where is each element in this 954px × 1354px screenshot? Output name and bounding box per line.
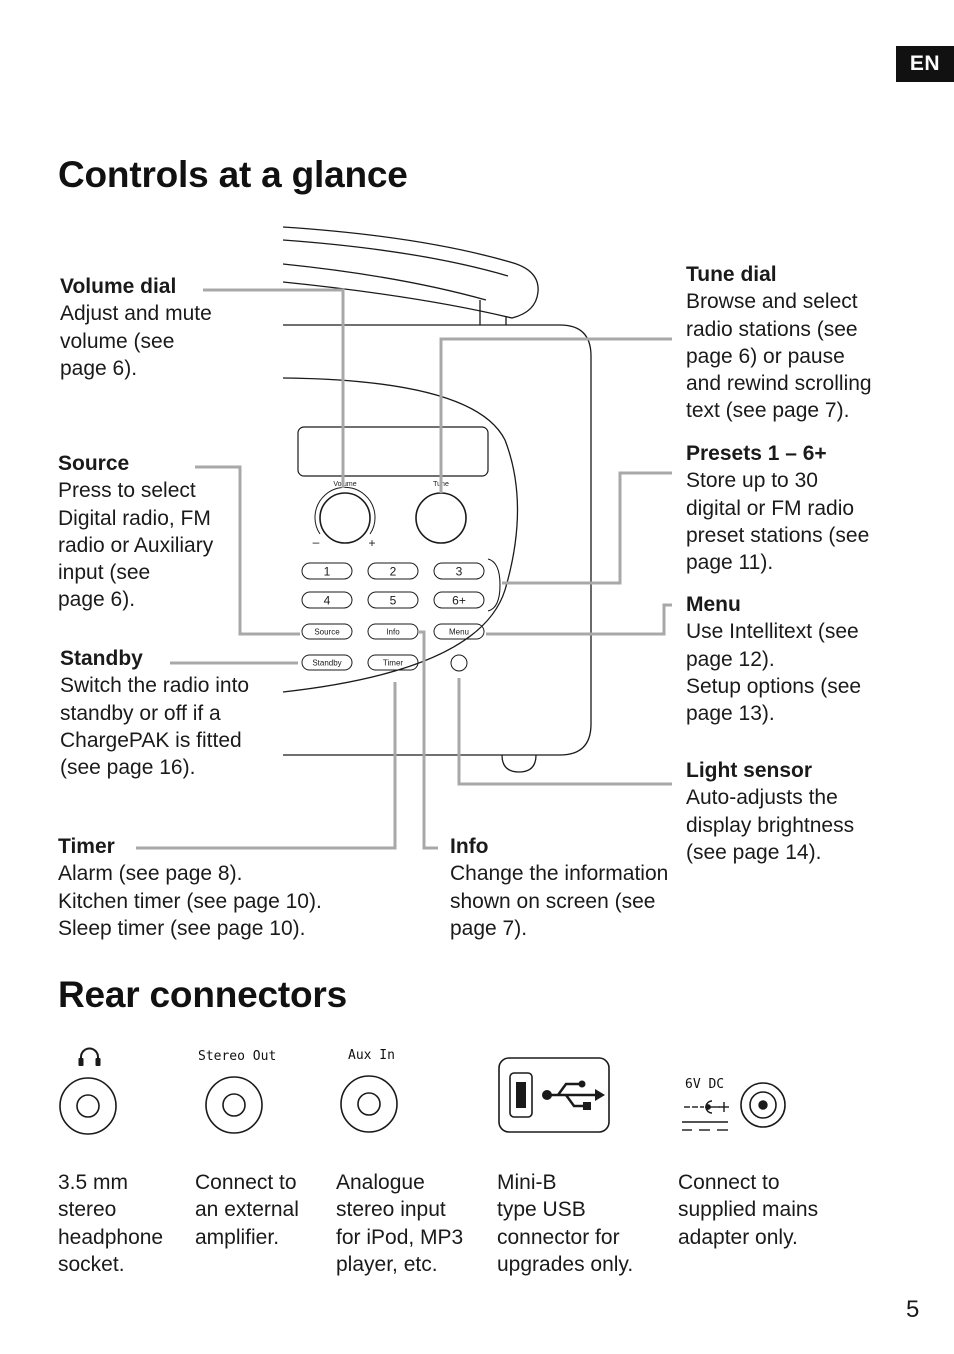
connector-description: Analogue stereo input for iPod, MP3 play… [336,1171,464,1276]
function-buttons [301,623,485,672]
callout-title: Tune dial [686,263,777,286]
leader-presets [502,471,672,585]
callout-title: Source [58,452,130,475]
callout-description: Adjust and mute volume (see page 6). [60,302,212,380]
callout-description: Alarm (see page 8). Kitchen timer (see p… [58,862,322,940]
svg-text:–: – [313,535,320,549]
presets-bracket [487,558,501,612]
dc-polarity-icon [682,1082,786,1131]
callout-light-sensor: Light sensor Auto-adjusts the display br… [686,757,854,866]
usb-icon [498,1057,610,1133]
preset-1-label: 1 [324,565,331,579]
preset-buttons [301,562,485,609]
svg-text:Volume: Volume [333,481,356,488]
leader-light-sensor [457,678,672,786]
callout-title: Volume dial [60,275,177,298]
callout-title: Menu [686,593,741,616]
leader-tune [439,337,672,493]
controls-title: Controls at a glance [58,154,408,195]
preset-5-label: 5 [390,594,397,608]
connector-headphone [59,1047,117,1135]
display-screen [297,426,489,477]
connector-description: 3.5 mm stereo headphone socket. [58,1171,164,1276]
callout-description: Auto-adjusts the display brightness (see… [686,786,855,864]
callout-description: Use Intellitext (see page 12). Setup opt… [686,620,862,726]
callout-title: Info [450,835,489,858]
info-button-label: Info [386,628,400,637]
svg-text:+: + [368,536,375,550]
connector-description: Connect to an external amplifier. [195,1171,299,1249]
radio-body-outline [282,226,592,773]
callout-description: Browse and select radio stations (see pa… [686,290,872,423]
timer-button-label: Timer [383,659,403,668]
headphone-icon [78,1047,101,1066]
callout-title: Timer [58,835,115,858]
leader-source [195,465,300,636]
callout-description: Switch the radio into standby or off if … [60,674,250,780]
callout-source: Source Press to select Digital radio, FM… [58,450,213,614]
callout-standby: Standby Switch the radio into standby or… [60,645,249,781]
callout-title: Presets 1 – 6+ [686,442,827,465]
socket-icon [205,1076,263,1134]
leader-volume [203,288,345,488]
connector-label: 6V DC [685,1077,725,1092]
leader-timer [136,682,397,850]
callout-volume-dial: Volume dial Adjust and mute volume (see … [60,273,212,382]
standby-button-label: Standby [312,659,341,668]
callout-description: Store up to 30 digital or FM radio prese… [686,469,870,575]
radio-illustration: Volume – + Tune 1 2 3 4 5 6+ Source Info… [136,226,672,850]
preset-6-label: 6+ [452,594,466,608]
callout-title: Standby [60,647,143,670]
callout-title: Light sensor [686,759,813,782]
preset-2-label: 2 [390,565,397,579]
leader-info [418,630,438,850]
rear-connectors-title: Rear connectors [58,974,347,1015]
callout-info: Info Change the information shown on scr… [450,833,668,942]
leader-lines [136,288,672,850]
source-button-label: Source [314,628,340,637]
callout-timer: Timer Alarm (see page 8). Kitchen timer … [58,833,322,942]
page-number: 5 [906,1296,920,1323]
connector-description: Connect to supplied mains adapter only. [678,1171,819,1249]
callout-tune-dial: Tune dial Browse and select radio statio… [686,261,872,425]
socket-icon [59,1077,117,1135]
leader-menu [486,603,672,636]
preset-3-label: 3 [456,565,463,579]
callout-description: Press to select Digital radio, FM radio … [58,479,214,612]
volume-dial-knob: Volume – + [313,481,376,550]
language-badge: EN [896,46,954,82]
callout-presets: Presets 1 – 6+ Store up to 30 digital or… [686,440,869,576]
socket-icon [340,1075,398,1133]
callout-menu: Menu Use Intellitext (see page 12). Setu… [686,591,861,727]
connector-label: Aux In [348,1048,395,1063]
connector-description: Mini-B type USB connector for upgrades o… [497,1171,634,1276]
menu-button-label: Menu [449,628,469,637]
preset-4-label: 4 [324,594,331,608]
connector-label: Stereo Out [198,1049,277,1064]
callout-description: Change the information shown on screen (… [450,862,669,940]
